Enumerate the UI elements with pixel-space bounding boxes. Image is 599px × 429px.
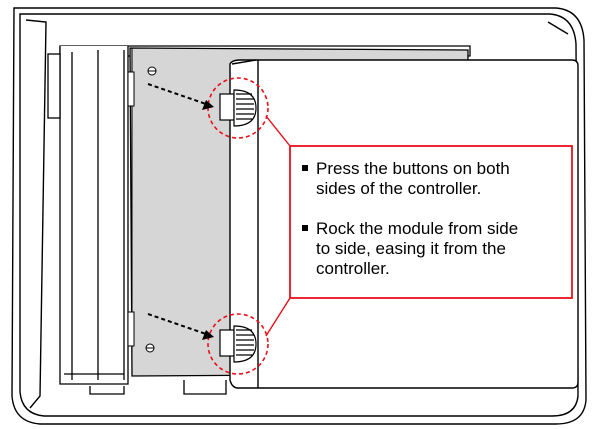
callout-step-1-line-2: sides of the controller. [316,179,481,198]
screw-icon [145,343,155,353]
controller-body [47,45,471,395]
bullet-icon [302,165,308,171]
callout-step-2-line-1: Rock the module from side [316,219,518,238]
release-latch-icon[interactable] [219,89,257,127]
release-latch-icon[interactable] [219,325,257,363]
arrow-head [202,100,214,340]
press-direction-arrow [147,83,207,335]
callout-step-2-line-3: controller. [316,259,390,278]
bullet-icon [302,225,308,231]
screw-icon [147,66,157,76]
callout-step-2-line-2: to side, easing it from the [316,239,506,258]
callout-step-1-line-1: Press the buttons on both [316,159,510,178]
callout-leader-lines [265,115,291,337]
instruction-callout: Press the buttons on both sides of the c… [289,145,573,299]
